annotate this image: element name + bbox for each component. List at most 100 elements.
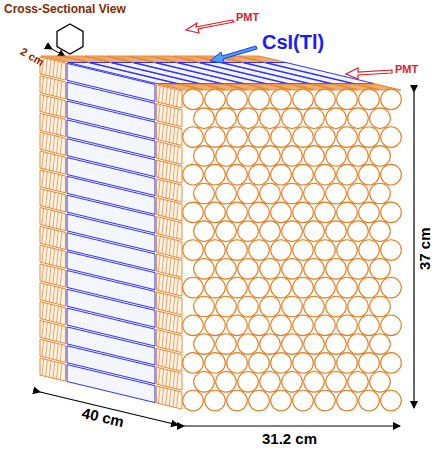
pmt-hatch — [173, 183, 175, 200]
pmt-hatch — [166, 182, 168, 199]
pmt-hatch — [173, 277, 175, 294]
pmt-hatch — [359, 84, 377, 86]
crystal-array — [40, 56, 401, 411]
pmt-hatch — [169, 277, 171, 294]
pmt-hatch — [53, 60, 55, 77]
pmt-face — [227, 315, 248, 336]
pmt-hatch — [173, 202, 175, 219]
pmt-hatch — [173, 89, 175, 106]
pmt-face — [359, 127, 380, 148]
pmt-face — [227, 353, 248, 374]
pointer-arrow — [210, 46, 257, 63]
pmt-hatch — [166, 351, 168, 368]
pmt-hatch — [46, 191, 48, 208]
pmt-hatch — [53, 268, 55, 285]
pmt-hatch — [158, 142, 160, 159]
pmt-face — [315, 277, 336, 298]
part-label: PMT — [395, 64, 418, 75]
pmt-face — [216, 372, 237, 393]
pmt-hatch — [42, 190, 44, 207]
pmt-hatch — [166, 276, 168, 293]
pmt-face — [183, 390, 204, 411]
pmt-hatch — [42, 265, 44, 282]
pmt-hatch — [166, 125, 168, 142]
pmt-hatch — [177, 128, 179, 145]
pmt-hatch — [271, 84, 289, 86]
pmt-hatch — [60, 326, 62, 343]
pmt-face — [337, 240, 358, 261]
pmt-tube — [156, 386, 182, 409]
pmt-hatch — [74, 58, 92, 59]
pmt-hatch — [177, 335, 179, 352]
pmt-face — [370, 146, 391, 167]
pmt-hatch — [166, 219, 168, 236]
pmt-face — [216, 183, 237, 204]
pmt-hatch — [46, 134, 48, 151]
pmt-face — [304, 259, 325, 280]
pmt-hatch — [177, 147, 179, 164]
pmt-hatch — [57, 287, 59, 304]
pmt-face — [337, 353, 358, 374]
pmt-face — [249, 202, 270, 223]
pmt-hatch — [169, 220, 171, 237]
dimension-label: 2 cm — [19, 46, 46, 68]
pmt-hatch — [158, 312, 160, 329]
pmt-hatch — [162, 275, 164, 292]
pmt-hatch — [166, 163, 168, 180]
pmt-face — [293, 89, 314, 110]
pmt-face — [370, 372, 391, 393]
pmt-hatch — [158, 349, 160, 366]
pmt-hatch — [279, 86, 297, 87]
pmt-face — [216, 259, 237, 280]
pmt-hatch — [147, 60, 165, 61]
crystal-bar — [67, 365, 155, 403]
pmt-hatch — [162, 331, 164, 348]
pmt-face — [271, 277, 292, 298]
pmt-hatch — [60, 100, 62, 117]
pmt-face — [260, 146, 281, 167]
pmt-hatch — [177, 316, 179, 333]
pmt-face — [238, 259, 259, 280]
pmt-hatch — [169, 201, 171, 218]
pmt-face — [183, 164, 204, 185]
pmt-hatch — [173, 240, 175, 256]
pmt-face — [370, 296, 391, 317]
pmt-hatch — [162, 218, 164, 235]
pmt-hatch — [53, 305, 55, 322]
pmt-hatch — [158, 255, 160, 272]
pmt-hatch — [177, 260, 179, 277]
pmt-face — [315, 315, 336, 336]
pmt-hatch — [49, 342, 51, 359]
pmt-face — [326, 372, 347, 393]
pmt-hatch — [53, 173, 55, 190]
pmt-face — [370, 108, 391, 129]
dimension-label: 31.2 cm — [262, 431, 317, 446]
pmt-face — [238, 296, 259, 317]
pmt-face — [315, 353, 336, 374]
pmt-hatch — [162, 105, 164, 122]
pmt-hatch — [49, 285, 51, 302]
pmt-face — [260, 296, 281, 317]
pmt-hatch — [42, 340, 44, 357]
pmt-face — [359, 89, 380, 110]
pmt-hatch — [177, 297, 179, 314]
pmt-face — [216, 146, 237, 167]
pmt-hatch — [57, 250, 59, 267]
pmt-face — [381, 89, 402, 110]
pmt-hatch — [205, 84, 223, 86]
pmt-hatch — [46, 115, 48, 132]
pmt-hatch — [46, 96, 48, 113]
part-label: PMT — [236, 12, 259, 23]
pmt-hatch — [162, 350, 164, 367]
pmt-face — [271, 240, 292, 261]
pmt-hatch — [228, 58, 246, 59]
pmt-hatch — [42, 114, 44, 131]
pmt-hatch — [250, 58, 268, 59]
pmt-face — [249, 315, 270, 336]
pmt-hatch — [60, 62, 62, 78]
pmt-face — [348, 296, 369, 317]
pmt-face — [293, 240, 314, 261]
dimension-line — [52, 49, 65, 57]
pmt-hatch — [57, 99, 59, 116]
pmt-hatch — [42, 208, 44, 225]
